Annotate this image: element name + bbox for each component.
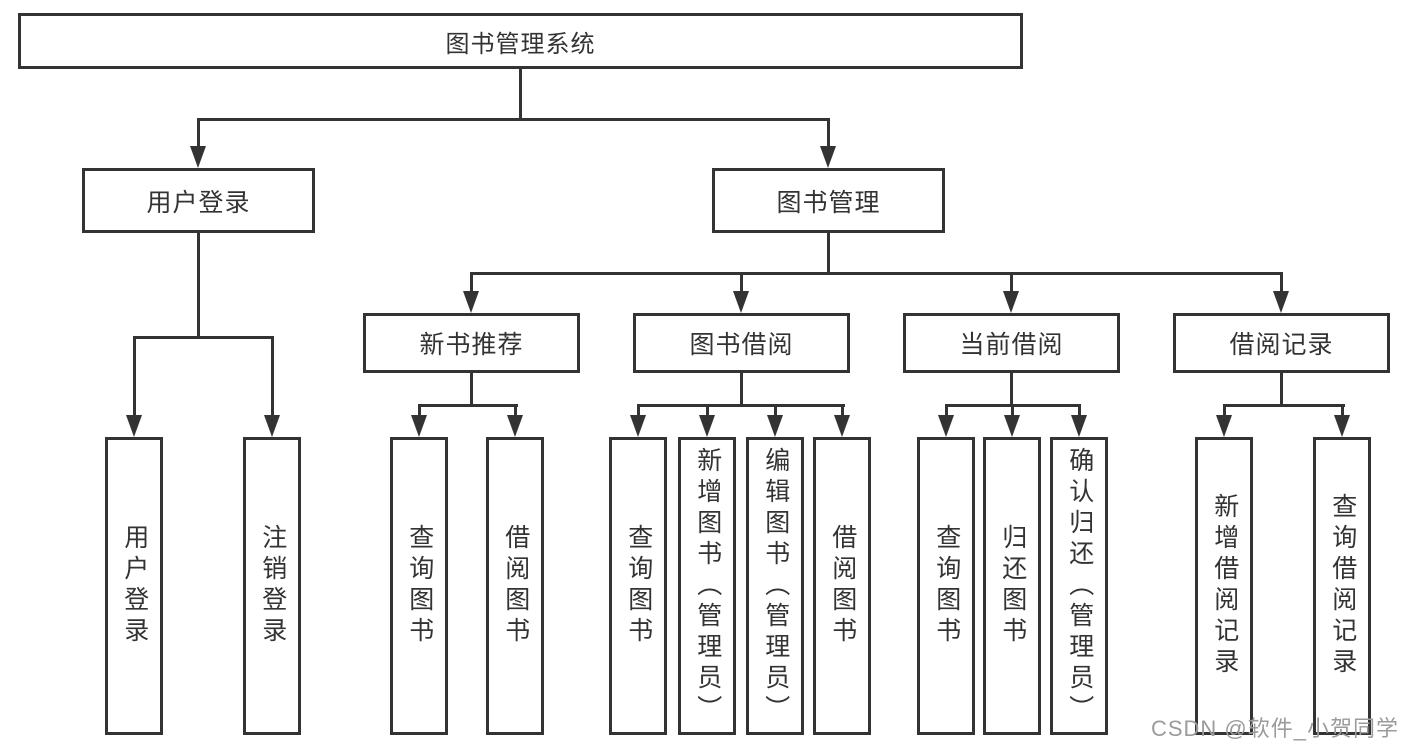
connector-arrow <box>733 272 749 313</box>
node-root-label: 图书管理系统 <box>445 30 596 58</box>
connector-line <box>197 118 830 121</box>
connector-arrow <box>1216 404 1232 437</box>
node-user-login: 用户登录 <box>82 168 315 233</box>
leaf-bb-borrow-books: 借阅图书 <box>813 437 871 735</box>
leaf-nb-borrow-books: 借阅图书 <box>486 437 544 735</box>
leaf-cb-return-books: 归还图书 <box>983 437 1041 735</box>
leaf-cb-query-books-label: 查询图书 <box>932 524 961 648</box>
node-current-borrowing: 当前借阅 <box>903 313 1120 373</box>
leaf-br-add-record: 新增借阅记录 <box>1195 437 1253 735</box>
connector-line <box>740 373 743 407</box>
leaf-br-add-record-label: 新增借阅记录 <box>1210 493 1239 679</box>
connector-arrow <box>1003 272 1019 313</box>
node-book-management: 图书管理 <box>712 168 945 233</box>
leaf-logout: 注销登录 <box>243 437 301 735</box>
leaf-nb-borrow-books-label: 借阅图书 <box>501 524 530 648</box>
leaf-br-query-record: 查询借阅记录 <box>1313 437 1371 735</box>
connector-arrow <box>1004 404 1020 437</box>
connector-arrow <box>938 404 954 437</box>
connector-arrow <box>507 404 523 437</box>
node-user-login-label: 用户登录 <box>146 188 251 217</box>
connector-line <box>418 404 518 407</box>
leaf-bb-edit-books-admin-label: 编辑图书（管理员） <box>761 446 790 726</box>
connector-line <box>1223 404 1345 407</box>
connector-arrow <box>699 404 715 437</box>
connector-arrow <box>264 336 280 437</box>
connector-line <box>1010 373 1013 407</box>
connector-arrow <box>820 118 836 168</box>
leaf-bb-query-books-label: 查询图书 <box>624 524 653 648</box>
connector-line <box>470 373 473 407</box>
leaf-bb-borrow-books-label: 借阅图书 <box>828 524 857 648</box>
connector-line <box>197 233 200 339</box>
leaf-cb-confirm-return-admin-label: 确认归还（管理员） <box>1065 446 1094 726</box>
node-book-borrowing: 图书借阅 <box>633 313 850 373</box>
connector-arrow <box>1273 272 1289 313</box>
connector-line <box>1280 373 1283 407</box>
leaf-br-query-record-label: 查询借阅记录 <box>1328 493 1357 679</box>
node-book-borrowing-label: 图书借阅 <box>689 331 794 359</box>
node-current-borrowing-label: 当前借阅 <box>959 331 1064 359</box>
connector-arrow <box>834 404 850 437</box>
connector-arrow <box>767 404 783 437</box>
connector-line <box>519 69 522 120</box>
node-borrowing-records: 借阅记录 <box>1173 313 1390 373</box>
leaf-bb-add-books-admin-label: 新增图书（管理员） <box>693 446 722 726</box>
node-new-book-recommend: 新书推荐 <box>363 313 580 373</box>
connector-arrow <box>411 404 427 437</box>
connector-arrow <box>630 404 646 437</box>
connector-line <box>637 404 845 407</box>
connector-line <box>827 233 830 274</box>
connector-line <box>470 272 1283 275</box>
leaf-nb-query-books-label: 查询图书 <box>405 524 434 648</box>
node-borrowing-records-label: 借阅记录 <box>1229 331 1334 359</box>
leaf-cb-confirm-return-admin: 确认归还（管理员） <box>1050 437 1108 735</box>
leaf-user-login-label: 用户登录 <box>120 524 149 648</box>
node-new-book-recommend-label: 新书推荐 <box>419 331 524 359</box>
connector-arrow <box>1071 404 1087 437</box>
leaf-cb-query-books: 查询图书 <box>917 437 975 735</box>
leaf-bb-add-books-admin: 新增图书（管理员） <box>678 437 736 735</box>
connector-arrow <box>126 336 142 437</box>
connector-arrow <box>1334 404 1350 437</box>
node-book-management-label: 图书管理 <box>776 188 881 217</box>
connector-arrow <box>463 272 479 313</box>
leaf-bb-edit-books-admin: 编辑图书（管理员） <box>746 437 804 735</box>
connector-arrow <box>190 118 206 168</box>
leaf-logout-label: 注销登录 <box>258 524 287 648</box>
leaf-bb-query-books: 查询图书 <box>609 437 667 735</box>
leaf-user-login: 用户登录 <box>105 437 163 735</box>
leaf-nb-query-books: 查询图书 <box>390 437 448 735</box>
csdn-watermark: CSDN @软件_小贺同学 <box>1150 716 1399 741</box>
leaf-cb-return-books-label: 归还图书 <box>998 524 1027 648</box>
node-root: 图书管理系统 <box>18 13 1023 69</box>
connector-line <box>133 336 274 339</box>
